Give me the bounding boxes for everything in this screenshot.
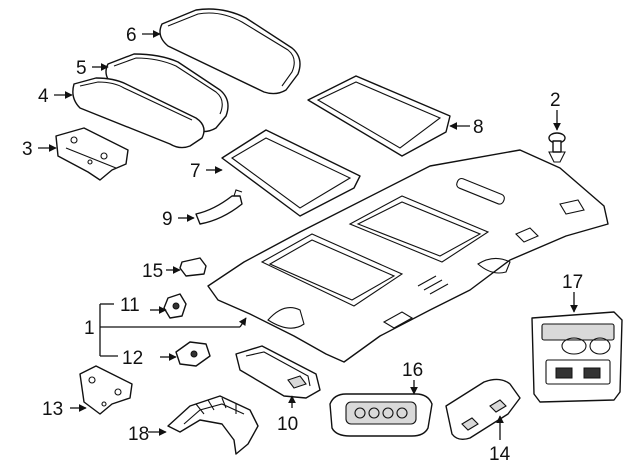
callout-17: 17 [562,272,583,293]
callout-18: 18 [128,424,149,445]
callout-9: 9 [162,209,173,230]
part-12-hook [175,341,211,367]
part-17-console-assembly [531,311,623,403]
callout-1: 1 [84,318,95,339]
part-16-overhead-console [329,393,433,437]
callout-labels: 1 2 3 4 5 6 7 8 9 10 11 12 13 14 15 16 1… [22,25,583,465]
part-7-sunroof-frame [221,129,361,217]
part-9-grab-handle [195,189,243,225]
callout-6: 6 [126,25,137,46]
leader-lines [38,30,578,440]
part-10-sun-visor [235,345,321,399]
callout-14: 14 [489,444,511,465]
callout-5: 5 [76,58,87,79]
part-13-bracket [79,365,133,415]
callout-3: 3 [22,139,33,160]
part-2-clip [548,132,566,163]
part-18-trim [167,395,259,455]
part-4-shade-panel [72,77,205,149]
callout-11: 11 [120,295,140,316]
part-11-hook [163,293,187,319]
callout-7: 7 [190,161,201,182]
callout-13: 13 [42,399,63,420]
callout-16: 16 [402,360,423,381]
part-1-headliner [207,149,609,363]
callout-4: 4 [38,86,49,107]
callout-10: 10 [277,414,298,435]
callout-15: 15 [142,261,163,282]
part-8-sunroof-frame [307,75,451,157]
part-14-trim-cover [445,378,521,441]
callout-2: 2 [550,90,561,111]
part-15-cap [179,257,207,277]
callout-8: 8 [473,117,484,138]
part-6-shade-panel [159,8,301,95]
callout-12: 12 [122,348,143,369]
part-3-bracket [55,127,129,181]
